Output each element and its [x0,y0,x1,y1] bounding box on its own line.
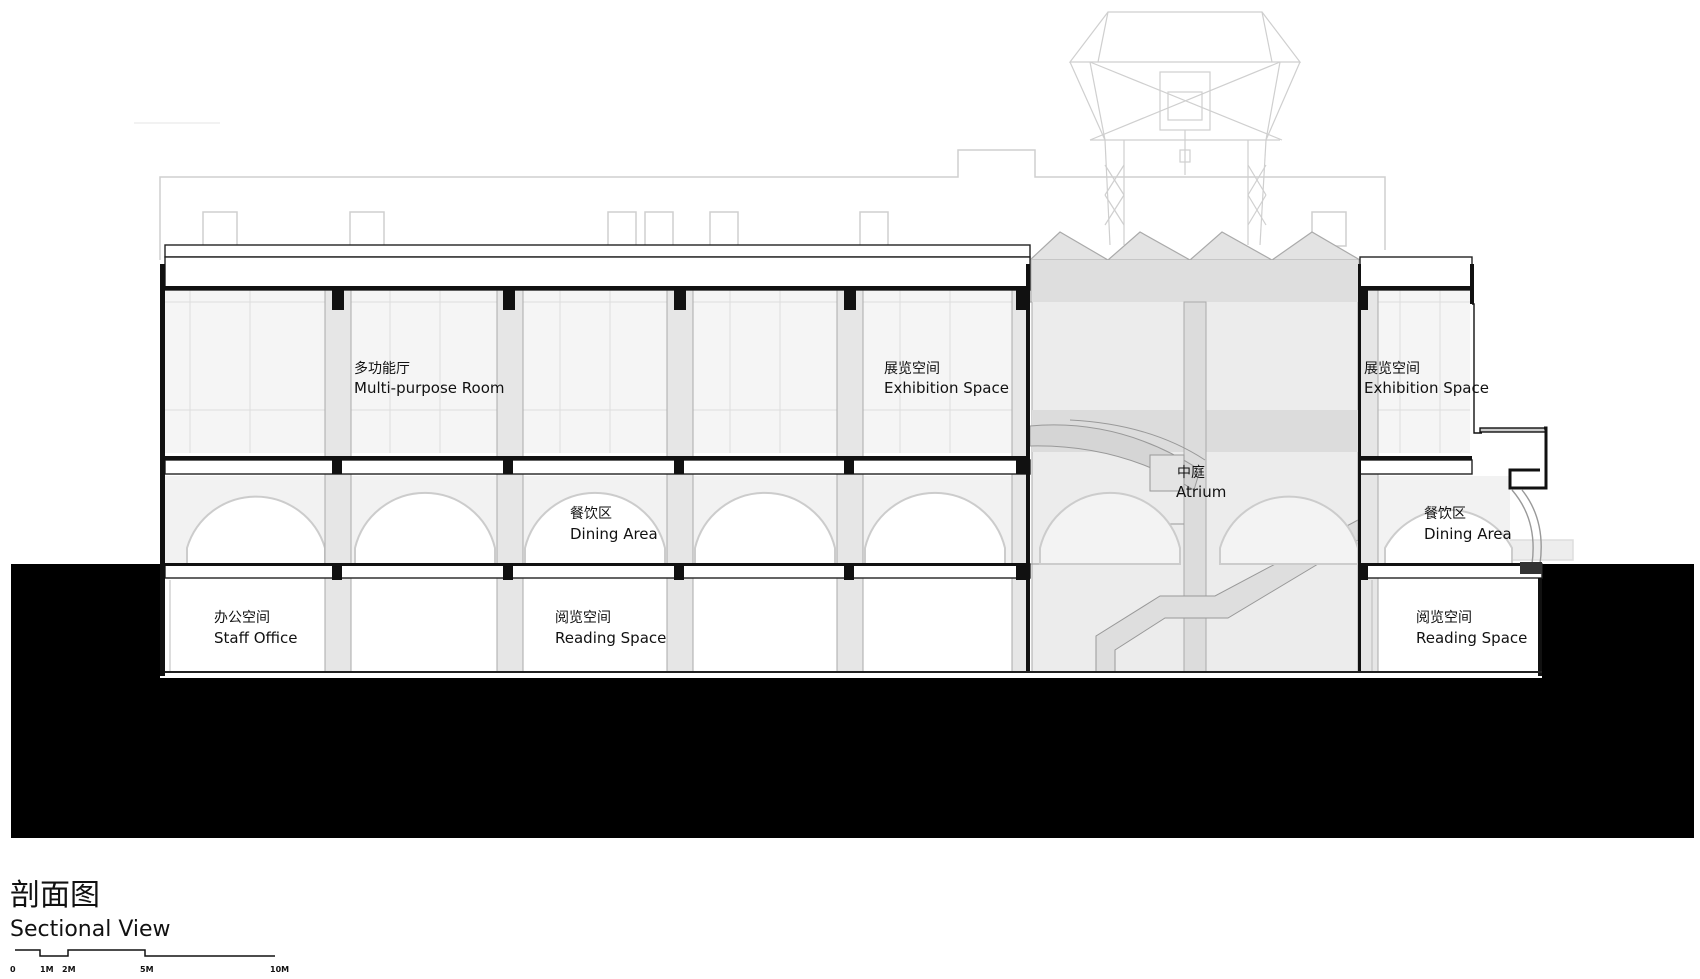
svg-text:多功能厅: 多功能厅 [354,360,410,377]
right-canopy [1472,303,1548,565]
beams [332,290,1368,580]
svg-text:餐饮区: 餐饮区 [1424,506,1466,522]
gantry-crane [1068,11,1302,246]
title-cn: 剖面图 [10,878,100,913]
scale-bar: 0 1M 2M 5M 10M [10,949,289,974]
svg-text:阅览空间: 阅览空间 [1416,610,1472,626]
space-labels: 多功能厅 Multi-purpose Room 展览空间 Exhibition … [214,360,1527,647]
label-reading-space-2: 阅览空间 Reading Space [1416,610,1527,647]
svg-text:办公空间: 办公空间 [214,610,270,626]
slab-thick-lines [165,286,1542,566]
title-en: Sectional View [10,917,171,942]
arches [186,491,1513,565]
outer-walls [160,264,1542,676]
atrium-bridge [1029,424,1201,491]
scale-label-10m: 10M [270,965,289,974]
svg-text:Staff Office: Staff Office [214,629,297,647]
svg-text:Dining Area: Dining Area [1424,525,1512,543]
svg-text:展览空间: 展览空间 [1364,361,1420,377]
label-exhibition-space-2: 展览空间 Exhibition Space [1364,361,1489,397]
svg-text:Exhibition Space: Exhibition Space [1364,379,1489,397]
label-reading-space-1: 阅览空间 Reading Space [555,610,666,647]
label-multi-purpose-room: 多功能厅 Multi-purpose Room [354,360,505,397]
svg-text:餐饮区: 餐饮区 [570,506,612,522]
scale-label-2m: 2M [62,965,76,974]
svg-text:Atrium: Atrium [1176,483,1226,501]
svg-text:阅览空间: 阅览空间 [555,610,611,626]
building-section [160,231,1548,676]
scale-label-5m: 5M [140,965,154,974]
ground-mass [11,564,1694,838]
label-dining-area-2: 餐饮区 Dining Area [1424,506,1512,543]
svg-text:中庭: 中庭 [1177,464,1205,481]
svg-text:Reading Space: Reading Space [1416,629,1527,647]
label-dining-area-1: 餐饮区 Dining Area [570,506,658,543]
label-staff-office: 办公空间 Staff Office [214,610,297,647]
drawing-title: 剖面图 Sectional View [10,878,171,942]
label-atrium: 中庭 Atrium [1176,464,1226,501]
svg-text:Exhibition Space: Exhibition Space [884,379,1009,397]
svg-text:Reading Space: Reading Space [555,629,666,647]
svg-text:展览空间: 展览空间 [884,361,940,377]
svg-text:Dining Area: Dining Area [570,525,658,543]
scale-label-1m: 1M [40,965,54,974]
svg-text:Multi-purpose Room: Multi-purpose Room [354,379,505,397]
scale-label-0: 0 [10,965,16,974]
label-exhibition-space-1: 展览空间 Exhibition Space [884,361,1009,397]
